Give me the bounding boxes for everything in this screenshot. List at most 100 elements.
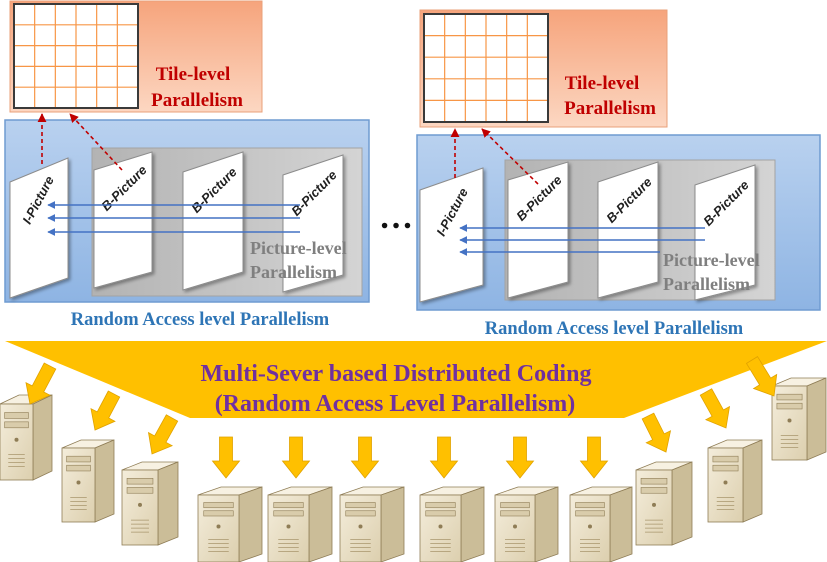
server-drive-bay (712, 464, 739, 472)
down-arrow-icon (641, 412, 672, 453)
b-picture-frame (182, 151, 244, 291)
down-arrow-icon (147, 414, 179, 455)
picture-level-label-line1: Picture-level (663, 250, 760, 270)
server-drive-bay (126, 487, 154, 494)
tile-grid (423, 13, 549, 123)
server-side (308, 486, 333, 562)
down-arrow-icon (745, 356, 778, 397)
server-side (742, 439, 763, 523)
tile-grid-border (13, 3, 139, 109)
server-drive-bay (712, 455, 739, 463)
server-drive-bay (273, 510, 304, 517)
dispatch-arrows (25, 356, 778, 479)
server-drive-bay (203, 510, 234, 517)
down-arrow-icon (579, 436, 609, 479)
server-drive-bay (500, 510, 530, 517)
server-side (534, 486, 559, 562)
server-drive-bay (425, 502, 456, 509)
down-arrow-icon (505, 436, 535, 479)
tile-level-label-line1: Tile-level (156, 64, 231, 85)
server-icon (569, 486, 633, 562)
server-drive-bay (575, 502, 605, 509)
distributed-coding-subtitle: (Random Access Level Parallelism) (215, 391, 576, 417)
server-drive-bay (273, 502, 304, 509)
down-arrow-icon (281, 436, 311, 479)
server-drive-bay (345, 502, 376, 509)
tile-level-label-line1: Tile-level (565, 73, 640, 94)
down-arrow-icon (699, 388, 731, 429)
server-power-button (588, 524, 592, 529)
tile-split-arrow (69, 113, 123, 171)
down-arrow-icon (25, 362, 57, 405)
distributed-coding-title: Multi-Sever based Distributed Coding (201, 361, 592, 387)
server-icon (121, 461, 179, 546)
server-power-button (138, 502, 142, 507)
server-side (94, 439, 115, 523)
server-side (806, 377, 827, 461)
server-drive-bay (640, 477, 668, 485)
server-side (238, 486, 263, 562)
tile-level-label-line2: Parallelism (151, 90, 243, 111)
server-icon (267, 486, 333, 562)
picture-level-label-line1: Picture-level (250, 238, 347, 258)
server-icon (419, 486, 485, 562)
server-drive-bay (345, 510, 376, 517)
server-side (460, 486, 485, 562)
coding-group-right: Tile-level Parallelism I-Picture B-Pictu… (416, 9, 821, 339)
tile-split-arrow (481, 128, 539, 185)
picture-level-label-line2: Parallelism (250, 262, 337, 282)
server-power-button (723, 480, 728, 485)
server-farm (0, 377, 827, 562)
server-icon (635, 461, 693, 546)
server-drive-bay (4, 412, 29, 419)
server-side (380, 486, 405, 562)
b-picture-frame (282, 154, 344, 293)
server-drive-bay (66, 455, 91, 463)
server-drive-bay (575, 510, 605, 517)
b-picture-frame (597, 161, 659, 299)
server-power-button (358, 524, 363, 529)
server-power-button (652, 502, 656, 507)
server-icon (707, 439, 763, 523)
server-drive-bay (126, 477, 154, 485)
server-icon (197, 486, 263, 562)
server-power-button (513, 524, 517, 529)
down-arrow-icon (429, 436, 459, 479)
b-picture-frame (93, 151, 153, 289)
down-arrow-icon (350, 436, 380, 479)
server-drive-bay (776, 402, 803, 410)
server-power-button (216, 524, 221, 529)
down-arrow-icon (211, 436, 241, 479)
server-side (671, 461, 693, 546)
server-power-button (787, 418, 792, 423)
server-drive-bay (425, 510, 456, 517)
server-drive-bay (500, 502, 530, 509)
i-picture-frame (419, 167, 484, 303)
server-drive-bay (4, 421, 29, 429)
server-side (157, 461, 179, 546)
down-arrow-icon (90, 390, 121, 431)
server-drive-bay (203, 502, 234, 509)
server-power-button (76, 480, 81, 485)
server-power-button (14, 437, 19, 442)
server-power-button (286, 524, 291, 529)
server-icon (771, 377, 827, 461)
server-power-button (438, 524, 443, 529)
server-icon (494, 486, 559, 562)
server-side (609, 486, 633, 562)
funnel-shape (5, 341, 827, 418)
server-side (32, 394, 53, 481)
server-icon (0, 394, 53, 481)
server-drive-bay (776, 393, 803, 401)
tile-grid (13, 3, 139, 109)
i-picture-frame (9, 157, 69, 299)
distributed-coding-funnel: Multi-Sever based Distributed Coding (Ra… (5, 341, 827, 418)
b-picture-frame (507, 161, 569, 299)
tile-level-label-line2: Parallelism (564, 98, 656, 119)
coding-group-left: Tile-level Parallelism I-Picture B-Pictu… (4, 0, 370, 330)
ellipsis: … (379, 199, 413, 236)
random-access-label: Random Access level Parallelism (71, 310, 330, 330)
picture-level-label-line2: Parallelism (663, 274, 750, 294)
server-drive-bay (640, 487, 668, 494)
